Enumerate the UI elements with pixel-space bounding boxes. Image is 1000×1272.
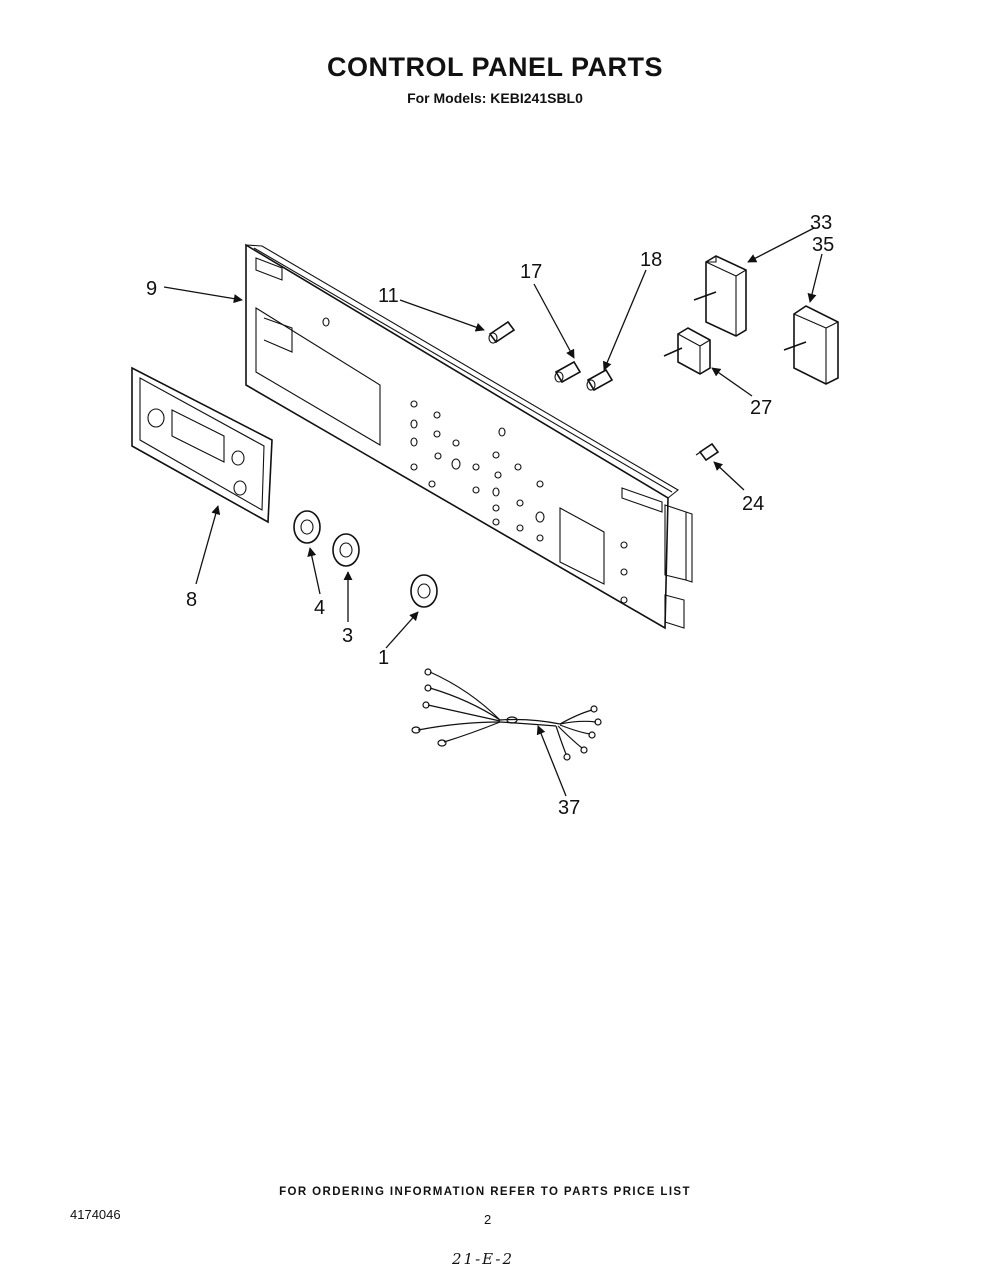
callout-11: 11 — [378, 285, 399, 307]
page-title: CONTROL PANEL PARTS — [326, 52, 664, 82]
cylinder-part-11 — [488, 320, 516, 344]
switch-part-35 — [783, 305, 839, 385]
knob-part-4 — [293, 510, 321, 544]
callout-18: 18 — [640, 249, 662, 271]
callout-1: 1 — [378, 647, 389, 669]
callout-33: 33 — [810, 212, 832, 234]
leader-lines — [163, 227, 823, 797]
knob-part-1 — [410, 574, 438, 608]
switch-part-27 — [663, 327, 711, 375]
switch-part-33 — [693, 255, 747, 337]
display-bezel-part-8 — [131, 366, 273, 524]
callout-8: 8 — [186, 589, 197, 611]
callout-4: 4 — [314, 597, 325, 619]
callout-9: 9 — [146, 278, 157, 300]
callout-24: 24 — [742, 493, 764, 515]
wire-harness-part-37 — [411, 668, 602, 761]
callout-labels: 33 35 17 18 9 11 27 24 8 4 3 1 37 — [146, 212, 834, 819]
control-panel-part-9 — [245, 243, 693, 630]
callout-17: 17 — [520, 261, 542, 283]
callout-3: 3 — [342, 625, 353, 647]
callout-27: 27 — [750, 397, 772, 419]
cylinder-part-18 — [586, 368, 614, 392]
ordering-info-note: FOR ORDERING INFORMATION REFER TO PARTS … — [279, 1186, 691, 1198]
callout-37: 37 — [558, 797, 580, 819]
callout-35: 35 — [812, 234, 834, 256]
lamp-part-24 — [695, 442, 720, 462]
page-number: 2 — [484, 1212, 492, 1227]
model-subtitle: For Models: KEBI241SBL0 — [407, 90, 583, 106]
knob-part-3 — [332, 533, 360, 567]
document-number: 4174046 — [70, 1207, 121, 1222]
handwritten-code: 21-E-2 — [452, 1250, 514, 1268]
cylinder-part-17 — [554, 360, 582, 384]
